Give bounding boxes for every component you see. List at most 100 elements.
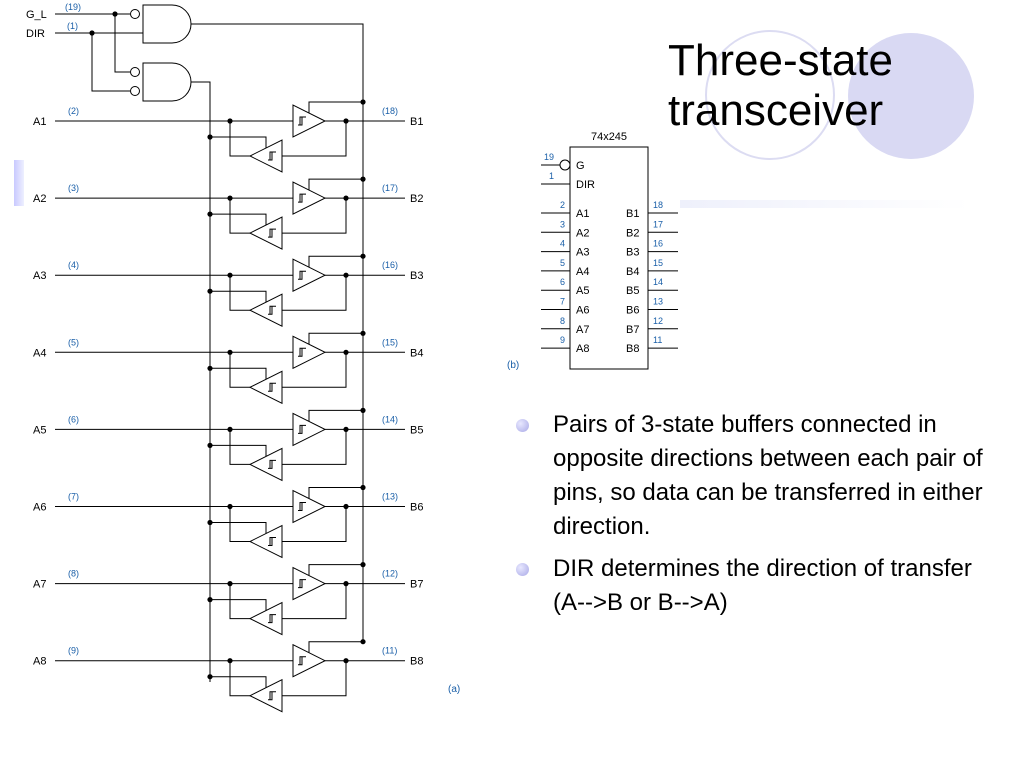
b-pin-label: B5 <box>410 424 423 436</box>
b-pin-label: B1 <box>410 116 423 128</box>
title-line-1: Three-state <box>668 36 893 85</box>
g-l-branch-wire <box>114 14 130 73</box>
enable-wire <box>308 101 363 113</box>
a-pin-number: (8) <box>68 569 79 579</box>
chip-a-label: A7 <box>576 324 589 336</box>
hysteresis-icon <box>268 691 276 701</box>
a-pin-number: (4) <box>68 260 79 270</box>
bullet-item: Pairs of 3-state buffers connected in op… <box>516 408 996 544</box>
chip-b-pin-number: 18 <box>653 200 663 210</box>
b-pin-number: (17) <box>382 183 398 193</box>
enable-bus-a-to-b <box>191 23 364 644</box>
hysteresis-icon <box>268 614 276 624</box>
junction-dot <box>207 674 213 680</box>
a-pin-number: (3) <box>68 183 79 193</box>
a-pin-number: (5) <box>68 337 79 347</box>
chip-a-pin-number: 3 <box>560 219 565 229</box>
return-wire <box>229 660 250 697</box>
return-wire <box>282 506 347 542</box>
a-pin-number: (9) <box>68 646 79 656</box>
a-pin-label: A7 <box>33 579 46 591</box>
enable-wire <box>210 367 267 380</box>
a-pin-label: A8 <box>33 656 46 668</box>
enable-wire <box>308 641 363 653</box>
enable-wire <box>308 332 363 345</box>
bullet-text: DIR determines the direction of transfer… <box>553 555 972 616</box>
return-wire <box>229 506 250 542</box>
a-pin-label: A5 <box>33 424 46 436</box>
chip-b-label: B8 <box>626 343 639 355</box>
bullet-icon <box>516 563 529 576</box>
chip-b-pin-number: 15 <box>653 258 663 268</box>
return-wire <box>229 352 250 388</box>
return-wire <box>229 583 250 620</box>
title-line-2: transceiver <box>668 86 884 135</box>
return-wire <box>229 198 250 234</box>
a-pin-label: A4 <box>33 347 46 359</box>
b-pin-label: B7 <box>410 579 423 591</box>
enable-wire <box>210 136 267 148</box>
chip-b-pin-number: 14 <box>653 277 663 287</box>
enable-wire <box>308 178 363 191</box>
bullet-list: Pairs of 3-state buffers connected in op… <box>516 408 996 628</box>
b-pin-label: B6 <box>410 502 423 514</box>
hysteresis-icon <box>298 270 306 280</box>
a-pin-label: A1 <box>33 116 46 128</box>
hysteresis-icon <box>298 656 306 666</box>
return-wire <box>282 583 347 620</box>
a-pin-label: A2 <box>33 193 46 205</box>
input-label-dir: DIR <box>26 28 45 40</box>
junction-dot <box>207 211 213 217</box>
bullet-icon <box>516 419 529 432</box>
a-pin-number: (7) <box>68 492 79 502</box>
return-wire <box>282 429 347 465</box>
chip-a-pin-number: 2 <box>560 200 565 210</box>
hysteresis-icon <box>298 347 306 357</box>
return-wire <box>282 121 347 157</box>
chip-b-label: B7 <box>626 324 639 336</box>
hysteresis-icon <box>268 537 276 546</box>
channel-a4: A4(5)B4(15) <box>33 330 423 405</box>
channel-a3: A3(4)B3(16) <box>33 253 423 328</box>
slide-title: Three-state transceiver <box>668 36 968 136</box>
enable-wire <box>210 599 267 611</box>
dir-branch-wire <box>91 33 130 92</box>
chip-b-pin-number: 17 <box>653 219 663 229</box>
chip-a-label: A4 <box>576 266 589 278</box>
b-pin-number: (18) <box>382 106 398 116</box>
control-label-dir: DIR <box>576 179 595 191</box>
pin-number-g-l: (19) <box>65 2 81 12</box>
bullet-item: DIR determines the direction of transfer… <box>516 552 996 620</box>
inverter-bubble-icon <box>559 159 571 171</box>
diagram-caption-b: (b) <box>507 360 519 371</box>
hysteresis-icon <box>298 579 306 589</box>
b-pin-label: B2 <box>410 193 423 205</box>
enable-wire <box>210 676 267 688</box>
chip-a-label: A5 <box>576 285 589 297</box>
chip-b-pin-number: 12 <box>653 316 663 326</box>
junction-dot <box>360 407 366 413</box>
b-pin-label: B3 <box>410 270 423 282</box>
control-pin-number: 1 <box>549 171 554 181</box>
chip-a-label: A3 <box>576 247 589 259</box>
chip-a-label: A1 <box>576 208 589 220</box>
decorative-circle-filled <box>848 33 974 159</box>
junction-dot <box>360 330 366 336</box>
and-gate-a-to-b <box>142 4 192 44</box>
and-gate-b-to-a <box>142 62 192 102</box>
enable-wire <box>210 444 267 457</box>
hysteresis-icon <box>268 382 276 392</box>
junction-dot <box>207 519 213 526</box>
b-pin-number: (13) <box>382 492 398 502</box>
enable-wire <box>308 409 363 422</box>
enable-wire <box>308 487 363 499</box>
enable-wire <box>210 213 267 226</box>
b-pin-number: (16) <box>382 260 398 270</box>
